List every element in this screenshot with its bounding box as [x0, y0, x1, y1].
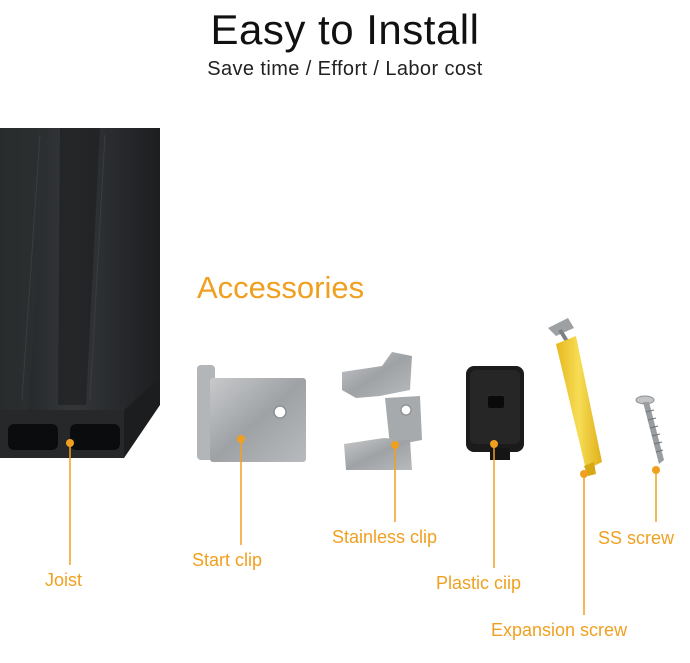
expansion-screw-image: [548, 318, 602, 478]
label-joist: Joist: [45, 570, 83, 590]
label-plastic-clip: Plastic ciip: [436, 573, 522, 593]
start-clip-image: [197, 365, 306, 462]
joist-image: [0, 128, 160, 458]
page-subtitle: Save time / Effort / Labor cost: [207, 58, 483, 80]
plastic-clip-image: [466, 366, 524, 460]
ss-screw-image: [635, 395, 664, 474]
label-stainless-clip: Stainless clip: [332, 527, 438, 547]
stainless-clip-image: [342, 352, 422, 470]
label-expansion-screw: Expansion screw: [491, 620, 628, 640]
section-heading: Accessories: [197, 270, 365, 305]
page-title: Easy to Install: [210, 6, 480, 53]
label-start-clip: Start clip: [192, 550, 263, 570]
label-ss-screw: SS screw: [598, 528, 675, 548]
callout-lines: [66, 439, 657, 615]
